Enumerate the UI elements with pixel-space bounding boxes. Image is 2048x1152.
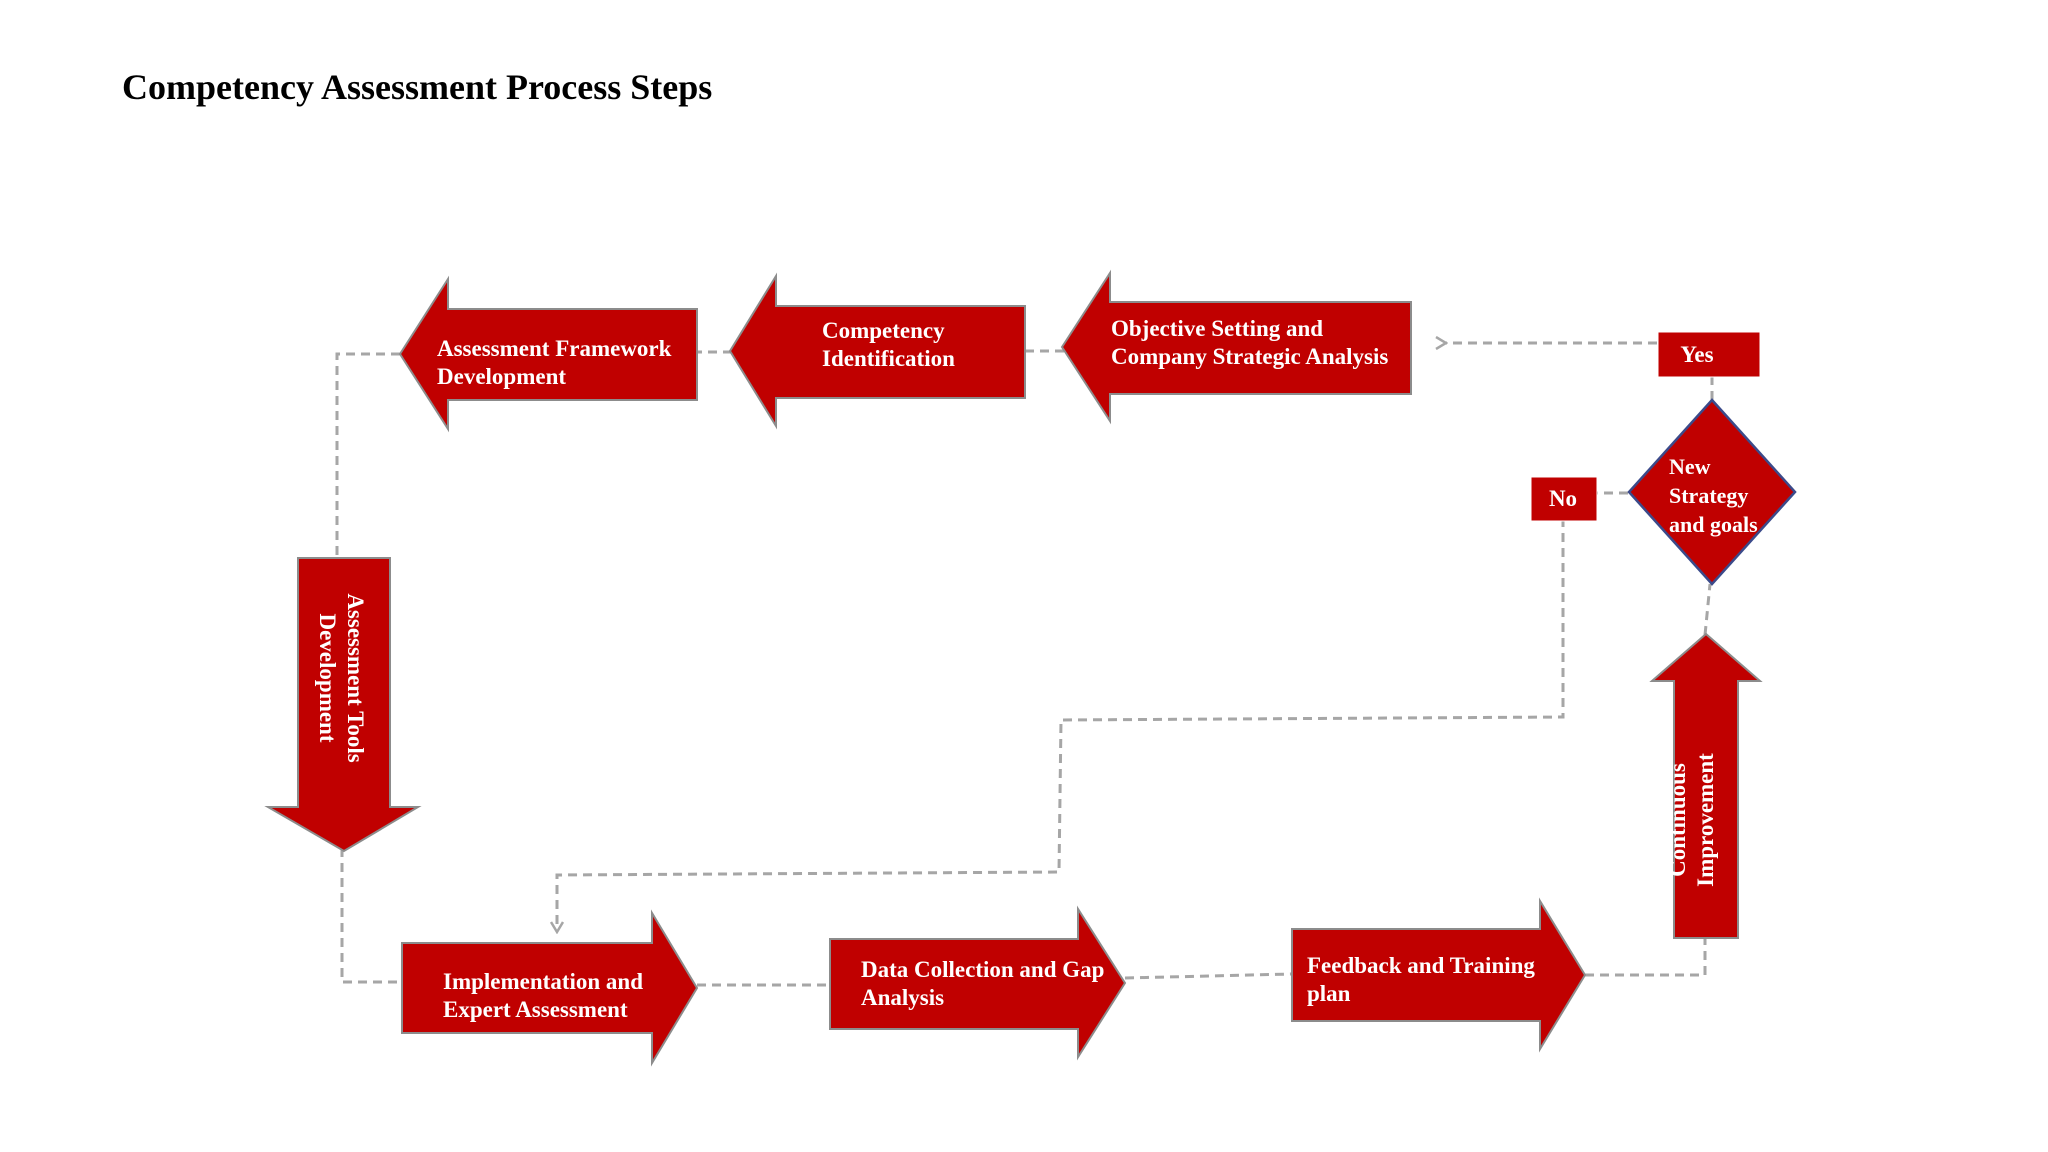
label-continuous-improvement: Continuous Improvement: [1665, 753, 1718, 887]
connector-framework-to-tools: [335, 352, 400, 558]
label-competency-identification: Competency Identification: [822, 318, 955, 371]
page-title: Competency Assessment Process Steps: [122, 67, 713, 107]
connector-data-to-feedback: [1124, 972, 1293, 980]
no-box[interactable]: [1530, 476, 1598, 522]
connector-tools-to-implementation: [340, 848, 402, 984]
label-objective-setting: Objective Setting and Company Strategic …: [1111, 316, 1389, 369]
label-feedback-training: Feedback and Training plan: [1307, 953, 1535, 1006]
step-assessment-tools-arrow[interactable]: [264, 557, 422, 853]
step-implementation-arrow[interactable]: [401, 909, 699, 1067]
step-data-collection-arrow[interactable]: [829, 905, 1127, 1061]
decision-label: New Strategy and goals: [1669, 454, 1758, 537]
decision-diamond[interactable]: [1627, 398, 1797, 586]
yes-box[interactable]: [1657, 331, 1761, 378]
connector-no-to-implementation[interactable]: [557, 518, 1565, 932]
label-data-collection: Data Collection and Gap Analysis: [861, 957, 1105, 1010]
yes-label: Yes: [1680, 342, 1714, 367]
step-objective-setting-arrow[interactable]: [1060, 269, 1412, 425]
connector-feedback-to-improvement: [1585, 938, 1707, 977]
step-competency-identification-arrow[interactable]: [728, 272, 1026, 430]
step-assessment-framework-arrow[interactable]: [398, 275, 698, 433]
step-continuous-improvement-arrow[interactable]: [1649, 632, 1763, 939]
connector-improvement-to-decision: [1703, 583, 1712, 636]
label-implementation: Implementation and Expert Assessment: [443, 969, 643, 1022]
label-assessment-framework: Assessment Framework Development: [437, 336, 672, 389]
step-feedback-training-arrow[interactable]: [1291, 897, 1587, 1053]
label-assessment-tools: Assessment Tools Development: [315, 593, 368, 763]
no-label: No: [1548, 486, 1578, 511]
